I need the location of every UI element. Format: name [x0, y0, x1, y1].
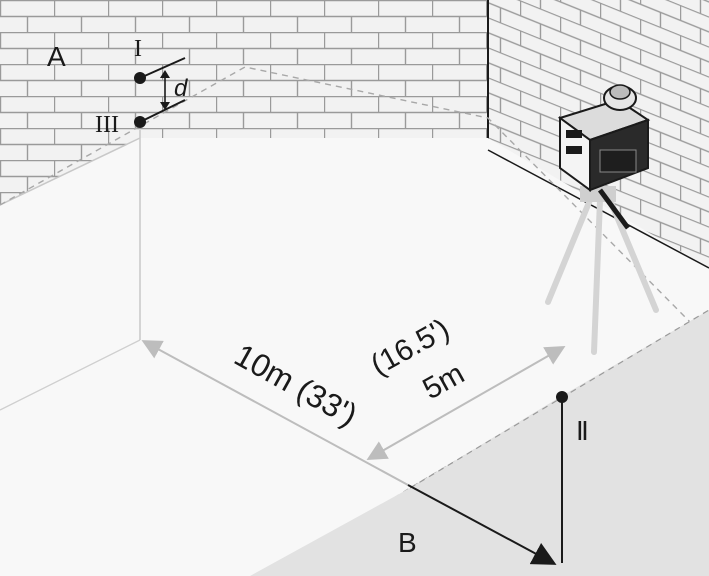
- point-iii-dot: [134, 116, 146, 128]
- tripod-icon: [545, 197, 659, 355]
- laser-line-to-b: [407, 484, 557, 565]
- floor-wall-edge-left: [0, 137, 141, 206]
- offset-d-arrowhead-top: [160, 70, 170, 78]
- point-iii-label: III: [95, 112, 119, 138]
- dimension-arrow-10m: [141, 340, 409, 486]
- offset-line-i: [139, 57, 186, 79]
- wall-b: [250, 310, 709, 576]
- point-i-dot: [134, 72, 146, 84]
- wall-b-label: B: [398, 527, 417, 558]
- tripod-head: [580, 186, 616, 202]
- point-i-label: I: [134, 36, 142, 62]
- point-ii-dot: [556, 391, 568, 403]
- dimension-arrow-5m: [366, 346, 566, 460]
- offset-line-iii: [139, 99, 186, 123]
- rotary-laser-level-icon: [557, 84, 651, 230]
- floor-guide-1: [0, 339, 141, 411]
- offset-d-label: d: [174, 75, 188, 102]
- wall-a: [0, 0, 488, 205]
- point-ii-label: Ⅱ: [576, 417, 589, 446]
- offset-d-arrowhead-bottom: [160, 102, 170, 110]
- wall-a-label: A: [47, 41, 66, 72]
